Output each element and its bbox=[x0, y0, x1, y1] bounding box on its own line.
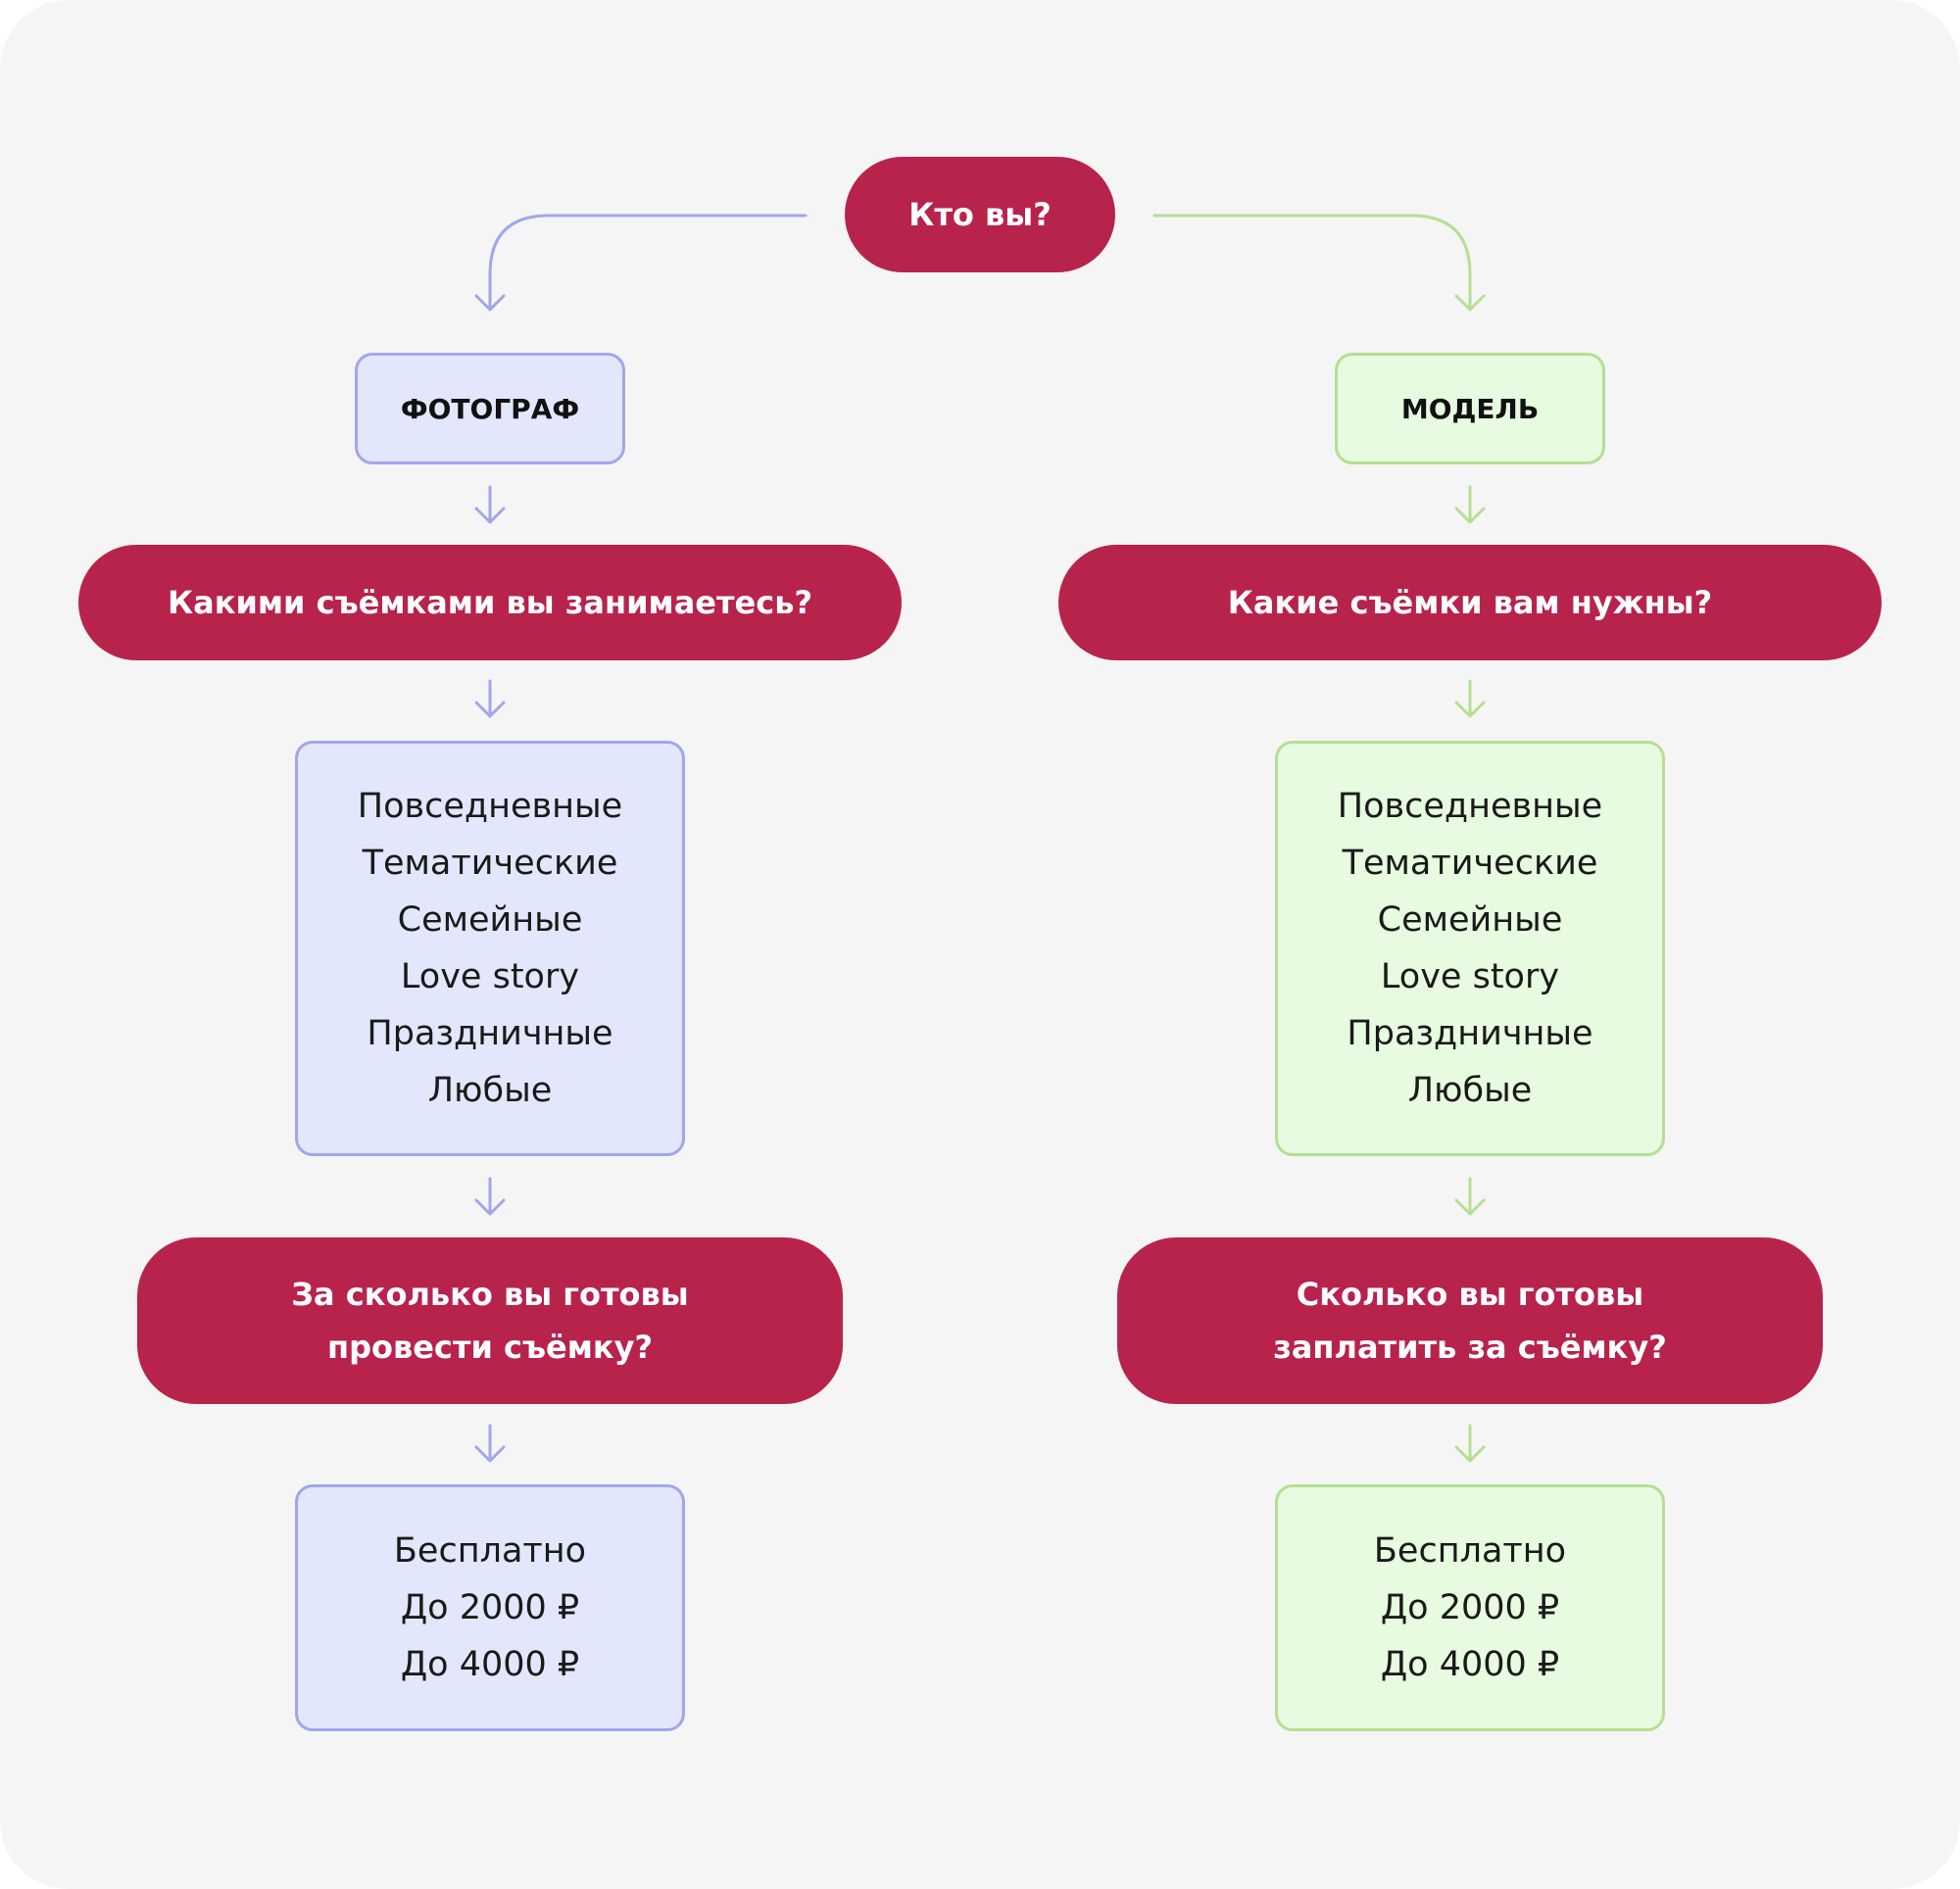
shoot-type-item: Love story bbox=[1380, 957, 1560, 996]
root-to-photographer-arrowhead bbox=[474, 294, 506, 312]
photographer-prices-box: Бесплатно До 2000 ₽ До 4000 ₽ bbox=[295, 1484, 685, 1731]
shoot-type-item: Любые bbox=[1407, 1071, 1533, 1110]
photographer-role-arrow bbox=[474, 485, 506, 524]
shoot-type-item: Любые bbox=[427, 1071, 553, 1110]
model-price-question-text: Сколько вы готовы заплатить за съёмку? bbox=[1273, 1276, 1667, 1366]
price-item: До 2000 ₽ bbox=[400, 1588, 580, 1627]
model-list-arrow bbox=[1454, 1177, 1486, 1216]
root-to-model-arrowhead bbox=[1454, 294, 1486, 312]
model-role-arrow bbox=[1454, 485, 1486, 524]
shoot-type-item: Тематические bbox=[1342, 844, 1598, 883]
price-item: Бесплатно bbox=[393, 1531, 587, 1571]
photographer-role-box: ФОТОГРАФ bbox=[355, 353, 625, 464]
photographer-shoots-arrow bbox=[474, 679, 506, 718]
shoot-type-item: Love story bbox=[400, 957, 580, 996]
shoot-type-item: Праздничные bbox=[1347, 1014, 1593, 1053]
shoot-type-item: Повседневные bbox=[1337, 787, 1603, 826]
root-question-text: Кто вы? bbox=[908, 196, 1052, 233]
photographer-price-arrow bbox=[474, 1424, 506, 1463]
shoot-type-item: Семейные bbox=[397, 900, 583, 940]
price-item: Бесплатно bbox=[1373, 1531, 1567, 1571]
shoot-type-item: Праздничные bbox=[367, 1014, 613, 1053]
price-item: До 2000 ₽ bbox=[1380, 1588, 1560, 1627]
photographer-shoots-question: Какими съёмками вы занимаетесь? bbox=[78, 545, 902, 660]
price-item: До 4000 ₽ bbox=[400, 1645, 580, 1684]
photographer-shoot-types-box: Повседневные Тематические Семейные Love … bbox=[295, 741, 685, 1156]
photographer-shoots-question-text: Какими съёмками вы занимаетесь? bbox=[167, 584, 813, 621]
model-shoot-types-box: Повседневные Тематические Семейные Love … bbox=[1275, 741, 1665, 1156]
price-item: До 4000 ₽ bbox=[1380, 1645, 1560, 1684]
model-role-label: МОДЕЛЬ bbox=[1400, 392, 1540, 425]
root-question: Кто вы? bbox=[845, 157, 1115, 272]
model-shoots-question: Какие съёмки вам нужны? bbox=[1058, 545, 1882, 660]
shoot-type-item: Тематические bbox=[362, 844, 618, 883]
model-prices-box: Бесплатно До 2000 ₽ До 4000 ₽ bbox=[1275, 1484, 1665, 1731]
photographer-list-arrow bbox=[474, 1177, 506, 1216]
model-price-question: Сколько вы готовы заплатить за съёмку? bbox=[1117, 1237, 1823, 1404]
photographer-price-question: За сколько вы готовы провести съёмку? bbox=[137, 1237, 843, 1404]
shoot-type-item: Семейные bbox=[1377, 900, 1563, 940]
photographer-price-question-text: За сколько вы готовы провести съёмку? bbox=[291, 1276, 689, 1366]
root-to-model-connector bbox=[1152, 214, 1472, 312]
model-shoots-arrow bbox=[1454, 679, 1486, 718]
shoot-type-item: Повседневные bbox=[357, 787, 623, 826]
photographer-role-label: ФОТОГРАФ bbox=[400, 392, 580, 425]
root-to-photographer-connector bbox=[488, 214, 808, 312]
model-role-box: МОДЕЛЬ bbox=[1335, 353, 1605, 464]
model-shoots-question-text: Какие съёмки вам нужны? bbox=[1227, 584, 1713, 621]
model-price-arrow bbox=[1454, 1424, 1486, 1463]
